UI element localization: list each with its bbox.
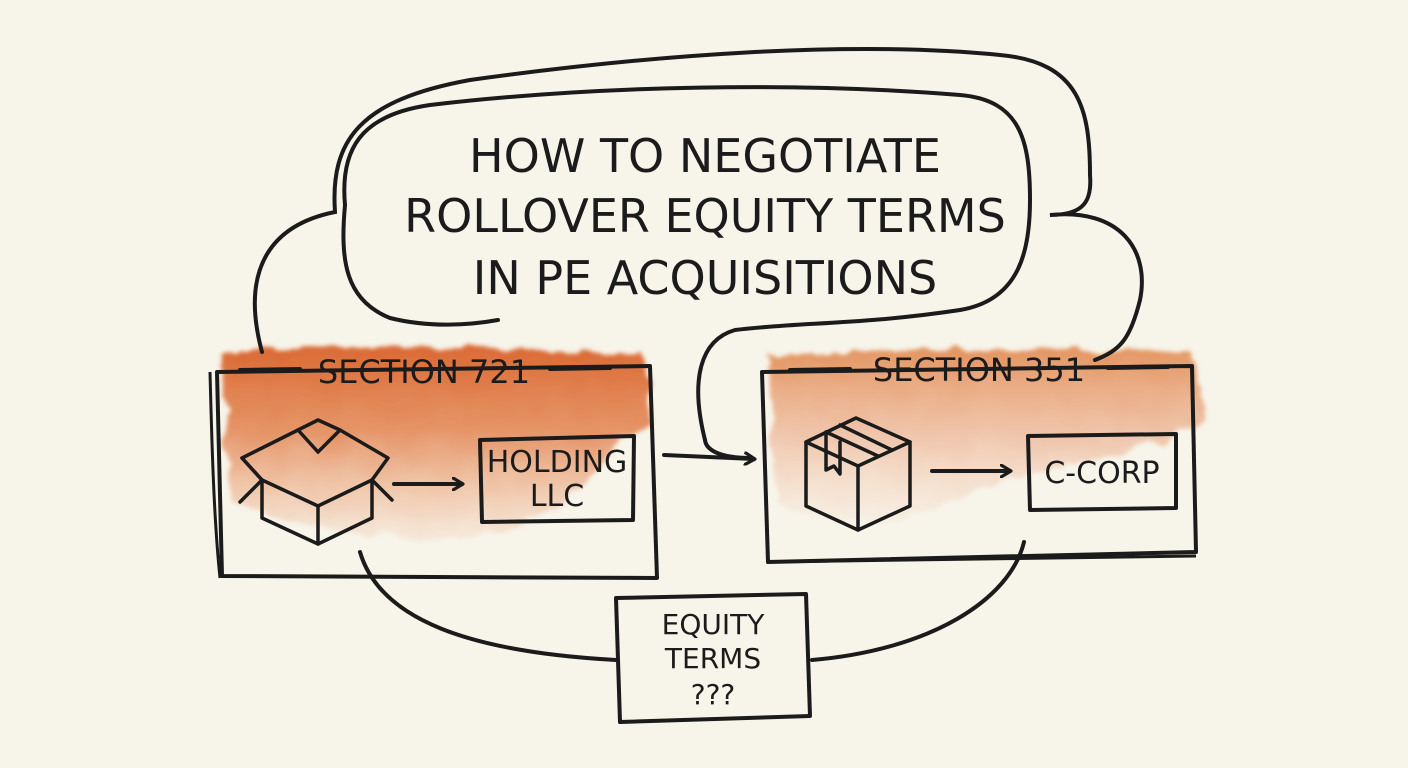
- title-loop-connector: [252, 47, 1144, 362]
- left-watercolor-wash: [222, 347, 650, 540]
- c-corp-box: [1026, 432, 1178, 512]
- right-watercolor-wash: [770, 349, 1205, 523]
- holding-llc-label-1: HOLDING: [487, 445, 628, 480]
- title-line-1: HOW TO NEGOTIATE: [469, 129, 941, 183]
- taped-box-icon: [804, 416, 912, 532]
- right-panel: SECTION 351 C-CORP: [760, 351, 1198, 564]
- holding-llc-label-2: LLC: [530, 479, 584, 514]
- equity-terms-line-2: TERMS: [664, 642, 761, 675]
- equity-terms-line-1: EQUITY: [662, 608, 766, 641]
- left-panel: SECTION 721 HOLDING LLC: [208, 353, 659, 580]
- equity-terms-box: EQUITY TERMS ???: [614, 592, 812, 724]
- holding-llc-box: [478, 434, 636, 524]
- c-corp-label: C-CORP: [1044, 456, 1159, 491]
- bottom-right-connector: [810, 540, 1026, 662]
- title-bubble: [342, 85, 1033, 442]
- left-panel-heading: SECTION 721: [318, 353, 530, 391]
- loop-arrow: [703, 438, 752, 460]
- open-box-icon: [238, 418, 394, 546]
- right-panel-heading: SECTION 351: [873, 351, 1085, 389]
- title-line-2: ROLLOVER EQUITY TERMS: [404, 189, 1006, 243]
- title-bubble-left: [341, 203, 500, 327]
- title-line-3: IN PE ACQUISITIONS: [473, 251, 938, 305]
- bottom-left-connector: [358, 550, 618, 662]
- equity-terms-line-3: ???: [691, 678, 736, 711]
